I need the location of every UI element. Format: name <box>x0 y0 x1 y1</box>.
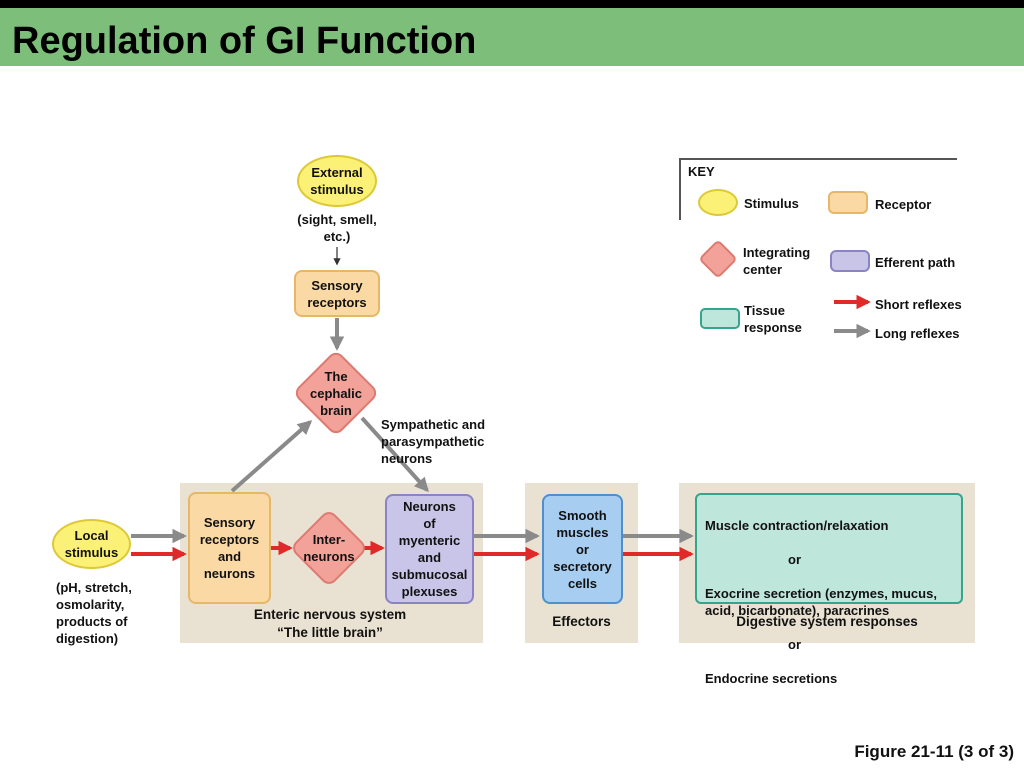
key-stimulus-swatch <box>698 189 738 216</box>
arrow-brain-to-neurons <box>360 416 429 493</box>
response-exocrine: Exocrine secretion (enzymes, mucus, acid… <box>705 586 937 618</box>
response-or-1: or <box>788 552 801 567</box>
external-stimulus-note: (sight, smell, etc.) <box>297 212 377 244</box>
key-border-left <box>679 158 681 220</box>
local-stimulus: Local stimulus <box>52 519 131 569</box>
key-receptor-swatch <box>828 191 868 214</box>
myenteric-neurons-box: Neurons of myenteric and submucosal plex… <box>385 494 474 604</box>
key-tissue-label: Tissue response <box>744 303 802 335</box>
external-stimulus: External stimulus <box>297 155 377 207</box>
key-short-label: Short reflexes <box>875 297 962 312</box>
digestive-caption: Digestive system responses <box>736 614 918 629</box>
slide-title: Regulation of GI Function <box>12 20 477 62</box>
figure-label: Figure 21-11 (3 of 3) <box>854 742 1014 761</box>
enteric-caption: Enteric nervous system “The little brain… <box>253 607 407 640</box>
response-muscle: Muscle contraction/relaxation <box>705 518 889 533</box>
key-border-top <box>679 158 957 160</box>
key-tissue-swatch <box>700 308 740 329</box>
cephalic-brain-label: The cephalic brain <box>309 368 363 418</box>
key-receptor-label: Receptor <box>875 197 932 212</box>
title-bar: Regulation of GI Function <box>0 8 1024 66</box>
key-efferent-swatch <box>830 250 870 272</box>
effectors-caption: Effectors <box>552 614 611 629</box>
key-efferent-label: Efferent path <box>875 255 956 270</box>
responses-box: Muscle contraction/relaxation or Exocrin… <box>695 493 963 686</box>
sensory-receptors-box: Sensory receptors <box>294 270 380 317</box>
smooth-muscles-box: Smooth muscles or secretory cells <box>542 494 623 604</box>
key-integrating-label: Integrating center <box>743 245 811 277</box>
top-border <box>0 0 1024 8</box>
sympathetic-label: Sympathetic and parasympathetic neurons <box>381 417 486 466</box>
key-stimulus-label: Stimulus <box>744 196 799 211</box>
local-stimulus-note: (pH, stretch, osmolarity, products of di… <box>56 580 132 646</box>
response-endocrine: Endocrine secretions <box>705 671 838 686</box>
interneurons-label: Inter- neurons <box>303 532 355 564</box>
sensory-receptors-neurons-box: Sensory receptors and neurons <box>188 492 271 604</box>
arrow-enteric-to-brain <box>230 420 313 493</box>
response-or-2: or <box>788 637 801 652</box>
key-title: KEY <box>688 164 715 179</box>
key-long-label: Long reflexes <box>875 326 960 341</box>
